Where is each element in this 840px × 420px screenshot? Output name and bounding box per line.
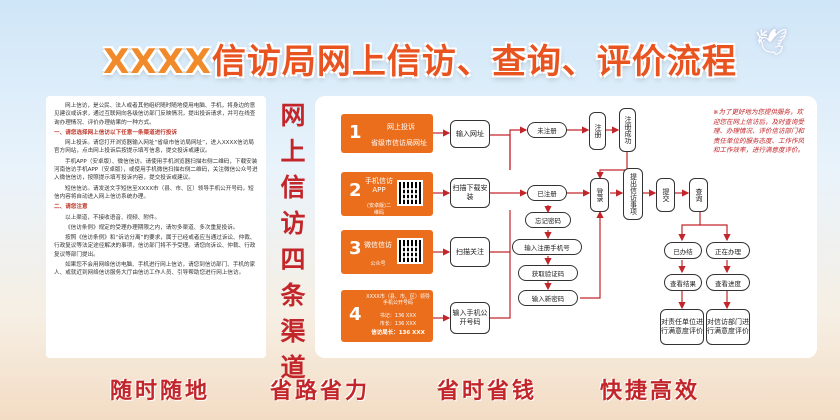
step-submit-matter: 提出信访事项 [623,168,643,220]
slogan-1: 随时随地 [110,379,211,404]
step-eval-unit: 对责任单位进行满意度评价 [660,309,704,345]
step-forgot-password: 忘记密码 [525,212,571,228]
slogan-2: 省路省力 [270,379,371,404]
channel-label: 手机信访APP [365,177,393,194]
channel-label: 网上投诉 [387,123,415,131]
channel-line: 市长：136 XXX [379,321,417,327]
qr-code-icon [397,238,423,264]
paragraph-sms: 短信信访。请发送文字短信至XXXX市（县、市、区）领导手机公开号码，短信内容将自… [54,185,254,200]
channel-number: 4 [349,304,362,325]
paragraph-app: 手机APP（安卓版）、微信信访。请使用手机浏览器扫描右侧二维码，下载安装河南信访… [54,158,258,182]
vertical-char: 访 [280,209,306,238]
intro-paragraph: 网上信访，是公民、法人或者其他组织随时随地使用电脑、手机，将身边的意见建议或诉求… [54,103,256,126]
channel-line: 书记：136 XXX [379,313,417,319]
vertical-char: 信 [280,173,306,202]
step-done: 已办结 [664,242,702,259]
channel-number: 3 [349,238,362,259]
channel-3-wechat[interactable]: 3 微信信访 公众号 [341,230,433,274]
channel-1-web[interactable]: 1 网上投诉 省级市信访局网址 [341,114,433,153]
vertical-char: 渠 [280,317,306,346]
slogan-4: 快捷高效 [600,379,701,404]
step-input-url: 输入网址 [450,120,490,148]
vertical-char: 四 [280,245,306,274]
title-main: 信访局网上信访、查询、评价流程 [211,42,737,82]
channel-number: 1 [349,122,362,143]
step-scan-follow: 扫描关注 [450,237,490,267]
step-register-success: 注册成功 [619,108,636,152]
step-input-phone: 输入手机公开号码 [450,302,490,334]
title-prefix: XXXX [103,42,212,82]
channel-4-sms[interactable]: 4 XXXX市（县、市、区）领导手机公开号码 书记：136 XXX 市长：136… [341,290,433,342]
channel-sub: 公众号 [370,261,386,267]
section-heading-1: 一、请您选择网上信访以下任意一条渠道进行投诉 [54,129,178,136]
step-not-registered: 未注册 [527,122,567,138]
vertical-title: 网 上 信 访 四 条 渠 道 [277,96,309,382]
step-login: 登录 [590,178,609,212]
channel-label: 微信信访 [364,241,392,249]
step-register: 注册 [589,112,606,150]
tip-note: ※为了更好地为您提供服务，欢迎您在网上信访后，及时查询受理、办理情况、评价信访部… [713,108,804,154]
vertical-char: 条 [280,281,306,310]
qr-code-icon [397,180,423,206]
channel-2-app[interactable]: 2 手机信访APP (安卓版)二维码 [341,172,433,216]
page-title: XXXX信访局网上信访、查询、评价流程 [0,34,840,83]
channel-line: 信访局长：136 XXX [371,330,425,336]
intro-text-panel: 网上信访，是公民、法人或者其他组织随时随地使用电脑、手机，将身边的意见建议或诉求… [46,96,266,358]
step-registered: 已注册 [527,185,567,201]
step-eval-dept: 对信访部门进行满意度评价 [706,309,750,345]
step-new-password: 输入新密码 [518,290,578,306]
step-query: 查询 [689,178,708,212]
dove-icon: 🕊 [755,28,789,58]
note-4: 如果您不会用网络信访电脑、手机进行网上信访，请您到信访部门、手机的家人、或就近到… [54,262,256,277]
step-get-code: 获取验证码 [518,265,578,281]
vertical-char: 上 [280,137,306,166]
step-submit: 提交 [656,178,675,212]
note-1: 以上渠道，不接收语音、视频、附件。 [65,214,161,221]
channel-label: XXXX市（县、市、区）领导手机公开号码 [366,294,430,306]
note-3: 按照《信访条例》和“诉访分离”的要求，属于已经或者应当通过诉讼、仲裁、行政复议等… [54,235,256,258]
vertical-char: 网 [280,101,306,130]
step-view-progress: 查看进度 [706,274,750,291]
paragraph-web: 网上投诉。请您打开浏览器输入网址“省级市信访局网址”，进入XXXX信访局官方网站… [54,140,254,155]
vertical-char: 道 [280,353,306,382]
channel-sub: 省级市信访局网址 [371,139,427,147]
slogan-3: 省时省钱 [437,379,538,404]
channel-number: 2 [349,180,362,201]
step-scan-download: 扫描下载安装 [450,178,490,208]
step-enter-phone: 输入注册手机号 [512,239,582,255]
section-heading-2: 二、请您注意 [54,204,88,211]
step-view-result: 查看结果 [664,274,702,291]
channel-sub: (安卓版)二维码 [367,203,391,216]
note-2: 《信访条例》规定的受理办理期限之内，请勿多渠道、多次重复投诉。 [65,224,239,231]
step-in-progress: 正在办理 [706,242,750,259]
